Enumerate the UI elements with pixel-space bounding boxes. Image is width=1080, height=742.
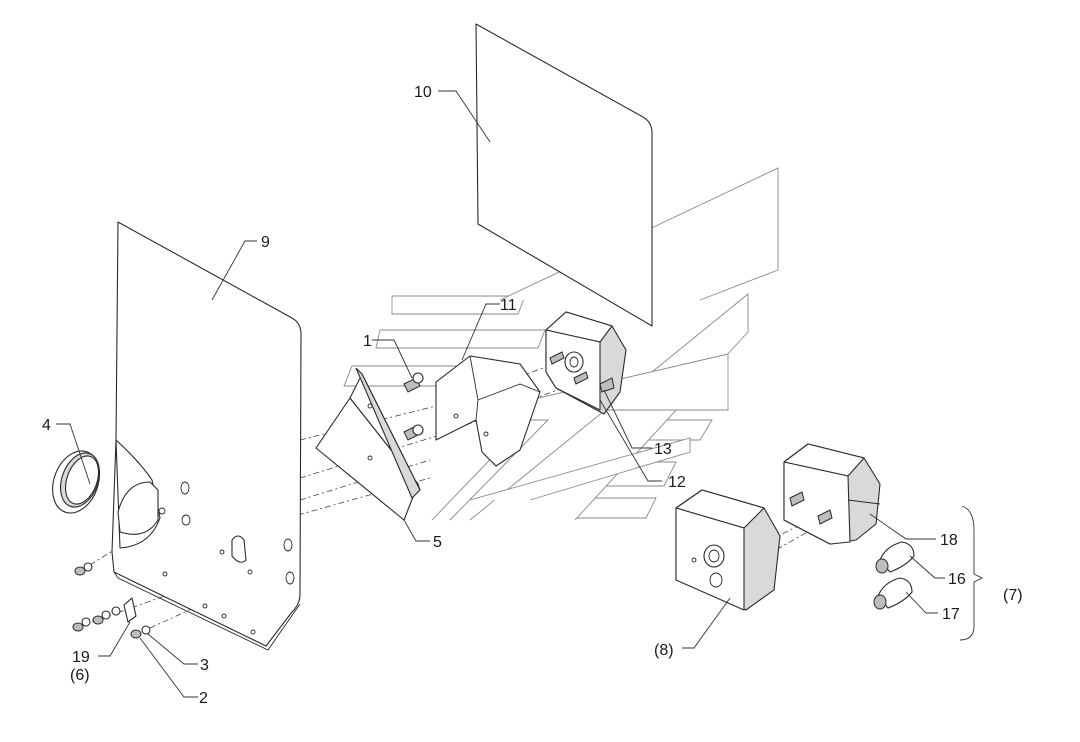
- plate-9: [111, 221, 302, 647]
- group-7-bracket: [959, 505, 984, 641]
- lens-cover-8: [675, 489, 781, 611]
- hardware-nuts: [72, 562, 151, 639]
- callout-8: (8): [654, 642, 674, 659]
- bracket-5: [315, 367, 421, 521]
- reflector-4: [52, 450, 100, 514]
- callout-18: 18: [940, 532, 958, 549]
- callout-1: 1: [363, 333, 372, 350]
- callout-7: (7): [1003, 587, 1023, 604]
- callout-6: (6): [70, 667, 90, 684]
- housing-11: [435, 355, 541, 467]
- callout-2: 2: [199, 690, 208, 707]
- callout-16: 16: [948, 571, 966, 588]
- bolts-1: [403, 372, 424, 441]
- callout-10: 10: [414, 84, 432, 101]
- callout-12: 12: [668, 474, 686, 491]
- reflector-mount: [117, 481, 159, 535]
- callout-5: 5: [433, 534, 442, 551]
- lamp-unit-12-13: [545, 311, 627, 415]
- callout-11: 11: [500, 297, 517, 314]
- plate-9-holes: [158, 481, 295, 635]
- callout-19: 19: [72, 649, 90, 666]
- clip-19: [123, 597, 137, 623]
- bulb-16: [875, 541, 915, 574]
- callout-4: 4: [42, 417, 51, 434]
- plate-9-edge: [113, 571, 301, 651]
- leader-lines: [56, 90, 945, 698]
- panel-10: [475, 23, 653, 327]
- plate-9-slot: [231, 535, 247, 563]
- callout-13: 13: [654, 441, 672, 458]
- lamp-body-18: [783, 443, 881, 545]
- callout-9: 9: [261, 234, 270, 251]
- callout-17: 17: [942, 606, 960, 623]
- bulb-17: [873, 577, 913, 610]
- callout-3: 3: [200, 657, 209, 674]
